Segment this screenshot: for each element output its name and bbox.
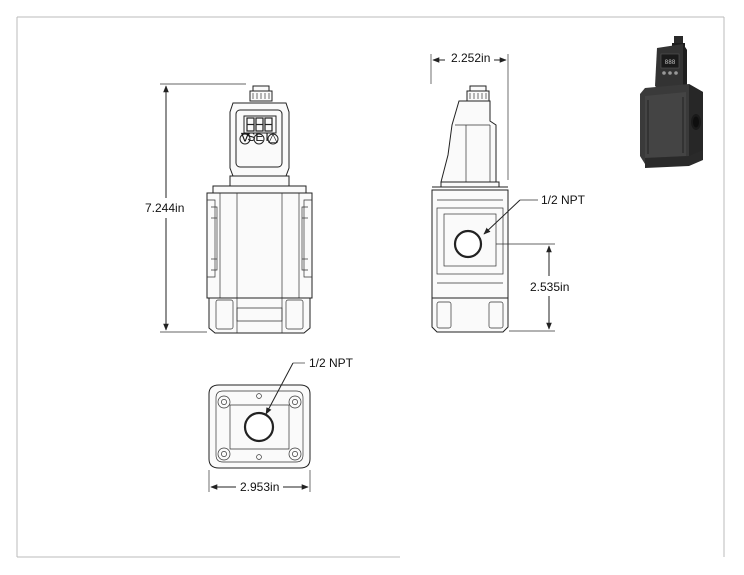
display-digits: [246, 117, 273, 132]
bottom-port-circle: [243, 411, 275, 443]
side-view-icon: [431, 85, 509, 333]
drawing-frame: [16, 16, 725, 558]
bottom-port-label: 1/2 NPT: [309, 356, 354, 370]
side-width-label: 2.252in: [451, 51, 490, 65]
bolt-bottom-left-icon: [217, 447, 231, 461]
bolt-top-left-icon: [217, 395, 231, 409]
front-view-icon: ∇ SET △: [206, 85, 313, 334]
side-width-dimension: [430, 54, 509, 180]
port-height-dimension: [496, 243, 555, 332]
side-port-circle: [453, 229, 483, 259]
up-button-icon: [267, 133, 279, 145]
button-left-glyph: ∇: [240, 131, 250, 145]
button-right-glyph: △: [268, 131, 278, 145]
bolt-bottom-right-icon: [288, 447, 302, 461]
bottom-port-leader: [265, 362, 305, 415]
port-height-label: 2.535in: [530, 280, 569, 294]
button-mid-glyph: SET: [247, 130, 271, 144]
isometric-render-icon: 888: [640, 36, 703, 168]
bottom-width-dimension: [208, 470, 311, 492]
height-dimension: [160, 83, 246, 333]
side-port-leader: [483, 199, 538, 235]
side-port-label: 1/2 NPT: [541, 193, 586, 207]
bottom-view-icon: [208, 384, 311, 469]
render-display-digits: 888: [665, 59, 676, 66]
down-button-icon: [239, 133, 251, 145]
height-label: 7.244in: [145, 201, 184, 215]
set-button-icon: [253, 133, 265, 145]
bolt-top-right-icon: [288, 395, 302, 409]
bottom-width-label: 2.953in: [240, 480, 279, 494]
